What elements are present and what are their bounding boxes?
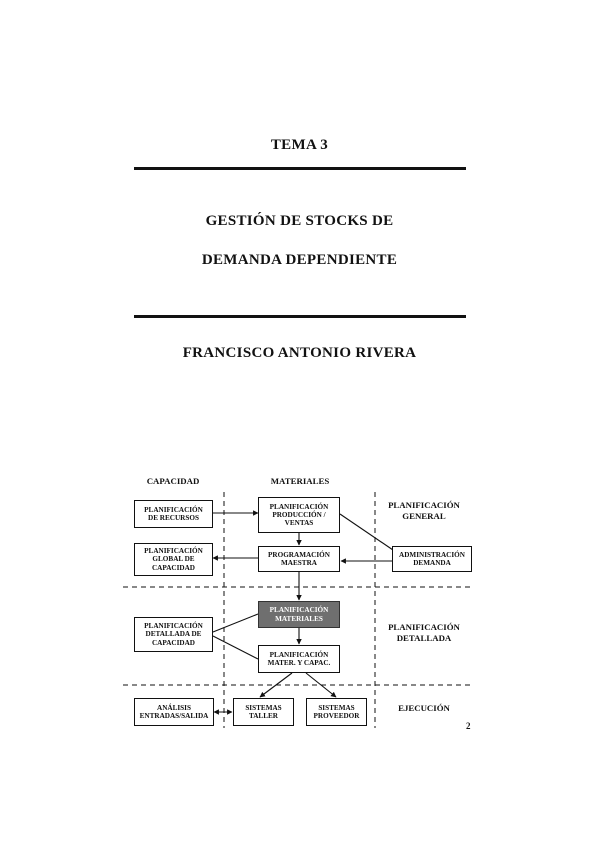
column-header-capacidad: CAPACIDAD — [146, 476, 200, 486]
line-produccion-to-demanda — [339, 513, 394, 551]
box-programacion-maestra: PROGRAMACIÓN MAESTRA — [258, 546, 340, 572]
box-planificacion-detallada-capacidad: PLANIFICACIÓN DETALLADA DE CAPACIDAD — [134, 617, 213, 652]
box-planificacion-mater-capac: PLANIFICACIÓN MATER. Y CAPAC. — [258, 645, 340, 673]
row-label-planificacion-general: PLANIFICACIÓN GENERAL — [388, 500, 460, 521]
bottom-rule — [134, 315, 466, 318]
arrow-matercapac-to-taller — [259, 672, 293, 698]
topic-heading: TEMA 3 — [270, 137, 329, 153]
box-analisis-entradas-salida: ANÁLISIS ENTRADAS/SALIDA — [134, 698, 214, 726]
row-label-planificacion-detallada: PLANIFICACIÓN DETALLADA — [388, 622, 460, 643]
line-materiales-to-detallada — [212, 613, 259, 633]
column-header-materiales: MATERIALES — [270, 476, 330, 486]
box-sistemas-taller: SISTEMAS TALLER — [233, 698, 294, 726]
box-administracion-demanda: ADMINISTRACIÓN DEMANDA — [392, 546, 472, 572]
box-sistemas-proveedor: SISTEMAS PROVEEDOR — [306, 698, 367, 726]
title-line-1: GESTIÓN DE STOCKS DE — [205, 213, 394, 229]
page-number: 2 — [466, 721, 471, 731]
box-planificacion-materiales: PLANIFICACIÓN MATERIALES — [258, 601, 340, 628]
arrow-matercapac-to-proveedor — [305, 672, 337, 698]
line-matercapac-to-detallada — [212, 635, 259, 660]
title-line-2: DEMANDA DEPENDIENTE — [201, 252, 398, 268]
box-planificacion-recursos: PLANIFICACIÓN DE RECURSOS — [134, 500, 213, 528]
box-planificacion-produccion-ventas: PLANIFICACIÓN PRODUCCIÓN / VENTAS — [258, 497, 340, 533]
author-name: FRANCISCO ANTONIO RIVERA — [182, 345, 417, 361]
row-label-ejecucion: EJECUCIÓN — [398, 703, 450, 713]
box-planificacion-global-capacidad: PLANIFICACIÓN GLOBAL DE CAPACIDAD — [134, 543, 213, 576]
top-rule — [134, 167, 466, 170]
